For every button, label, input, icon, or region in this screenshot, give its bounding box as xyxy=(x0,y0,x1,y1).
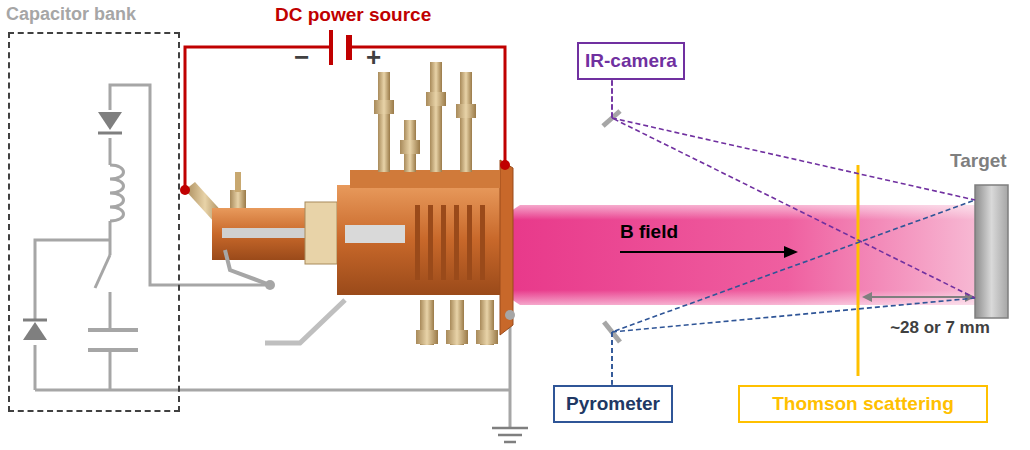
box-label: IR-camera xyxy=(585,50,677,72)
capacitor-bank-group: Capacitor bank xyxy=(6,4,180,412)
dashed-outline xyxy=(8,32,180,412)
view-line xyxy=(612,200,975,385)
source-label: DC power source xyxy=(275,4,431,26)
pyrometer-box: Pyrometer xyxy=(553,385,673,423)
view-line xyxy=(612,80,975,298)
diagnostic-box: Thomson scattering xyxy=(738,385,988,423)
plasma-beam: B field xyxy=(515,205,975,305)
target-body xyxy=(975,185,1008,318)
polarity-sign: − xyxy=(294,42,309,73)
box-label: Pyrometer xyxy=(566,393,660,415)
camera-box: IR-camera xyxy=(577,42,685,80)
group-heading: Capacitor bank xyxy=(6,4,180,25)
polarity-sign: + xyxy=(366,42,381,73)
field-label: B field xyxy=(620,221,678,243)
target-label: Target xyxy=(950,150,1007,172)
dimension-label: ~28 or 7 mm xyxy=(890,318,990,338)
box-label: Thomson scattering xyxy=(772,393,954,415)
target-plate: Target xyxy=(950,150,1018,320)
